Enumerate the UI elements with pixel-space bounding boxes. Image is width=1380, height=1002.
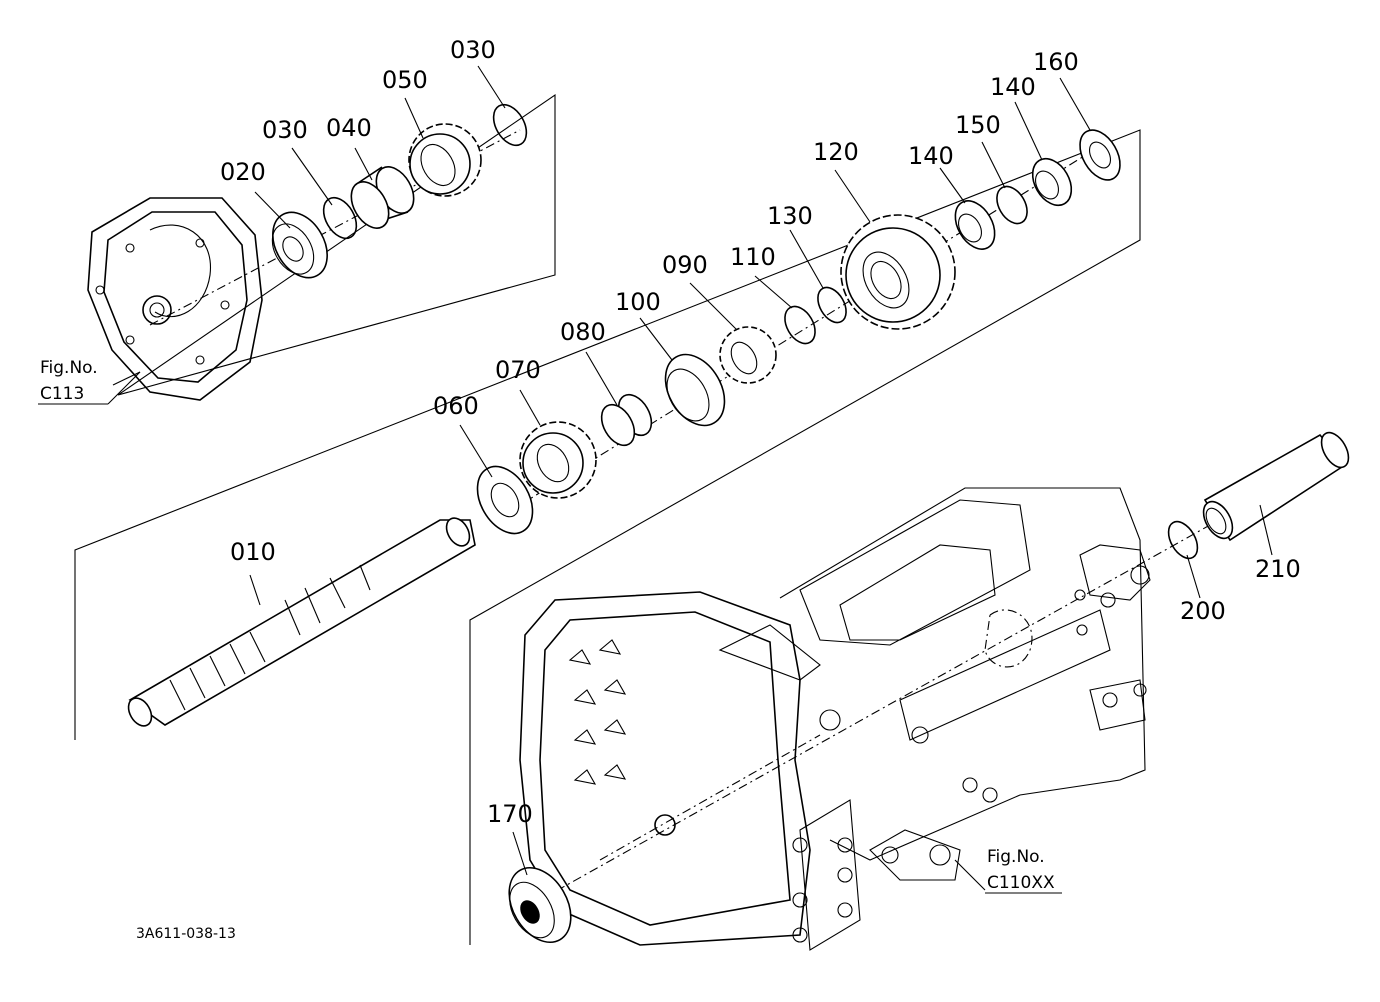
part-label-090: 090 [662, 251, 708, 279]
leader-lines [249, 65, 1273, 876]
part-label-110: 110 [730, 243, 776, 271]
snap-ring-030-a [322, 196, 358, 240]
part-label-030-b: 030 [450, 36, 496, 64]
drawing-code: 3A611-038-13 [136, 926, 236, 942]
front-housing-c113 [87, 197, 263, 401]
figure-reference-c113-line1: Fig.No. [40, 358, 98, 378]
bearing-140-a [954, 200, 996, 250]
snap-ring-030-b [492, 103, 528, 147]
figure-reference-c113-line2: C113 [40, 384, 84, 404]
transmission-case-c110xx [519, 487, 1151, 951]
spacer-150 [996, 185, 1028, 225]
gear-120 [840, 214, 956, 330]
part-labels: 010 020 030 040 050 030 060 070 080 100 … [220, 36, 1301, 828]
axis-line-bearing-170 [599, 734, 821, 861]
part-label-030-a: 030 [262, 116, 308, 144]
snap-ring-130 [817, 286, 847, 324]
part-label-100: 100 [615, 288, 661, 316]
part-label-140-b: 140 [990, 73, 1036, 101]
part-label-050: 050 [382, 66, 428, 94]
part-label-080: 080 [560, 318, 606, 346]
part-label-040: 040 [326, 114, 372, 142]
snap-ring-200 [1167, 520, 1199, 560]
group-frame-top-left [117, 93, 556, 396]
gear-070 [519, 421, 597, 499]
part-label-170: 170 [487, 800, 533, 828]
part-label-150: 150 [955, 111, 1001, 139]
bearing-140-b [1031, 157, 1073, 207]
thrust-washer-060 [476, 465, 534, 535]
shifter-sleeve-100 [664, 353, 726, 427]
part-label-130: 130 [767, 202, 813, 230]
part-label-010: 010 [230, 538, 276, 566]
part-label-020: 020 [220, 158, 266, 186]
main-shaft-010 [127, 517, 476, 727]
collar-040 [350, 166, 415, 229]
sleeve-210 [1202, 431, 1350, 542]
figure-reference-c113: Fig.No. C113 [38, 358, 141, 405]
needle-bearing-080 [600, 393, 653, 447]
group-frame-middle [74, 129, 1141, 945]
thrust-washer-160 [1079, 129, 1121, 181]
part-label-060: 060 [433, 392, 479, 420]
snap-ring-110 [784, 305, 816, 345]
part-label-160: 160 [1033, 48, 1079, 76]
figure-reference-c110xx-line2: C110XX [987, 873, 1055, 893]
part-label-120: 120 [813, 138, 859, 166]
part-label-070: 070 [495, 356, 541, 384]
gear-050 [408, 123, 482, 197]
figure-reference-c110xx: Fig.No. C110XX [985, 847, 1062, 894]
bearing-020 [271, 211, 328, 279]
hub-090 [719, 326, 777, 384]
bearing-170 [508, 867, 572, 943]
figure-reference-c110xx-line1: Fig.No. [987, 847, 1045, 867]
part-label-200: 200 [1180, 597, 1226, 625]
axis-line-counter [539, 524, 1211, 901]
part-label-140-a: 140 [908, 142, 954, 170]
part-label-210: 210 [1255, 555, 1301, 583]
